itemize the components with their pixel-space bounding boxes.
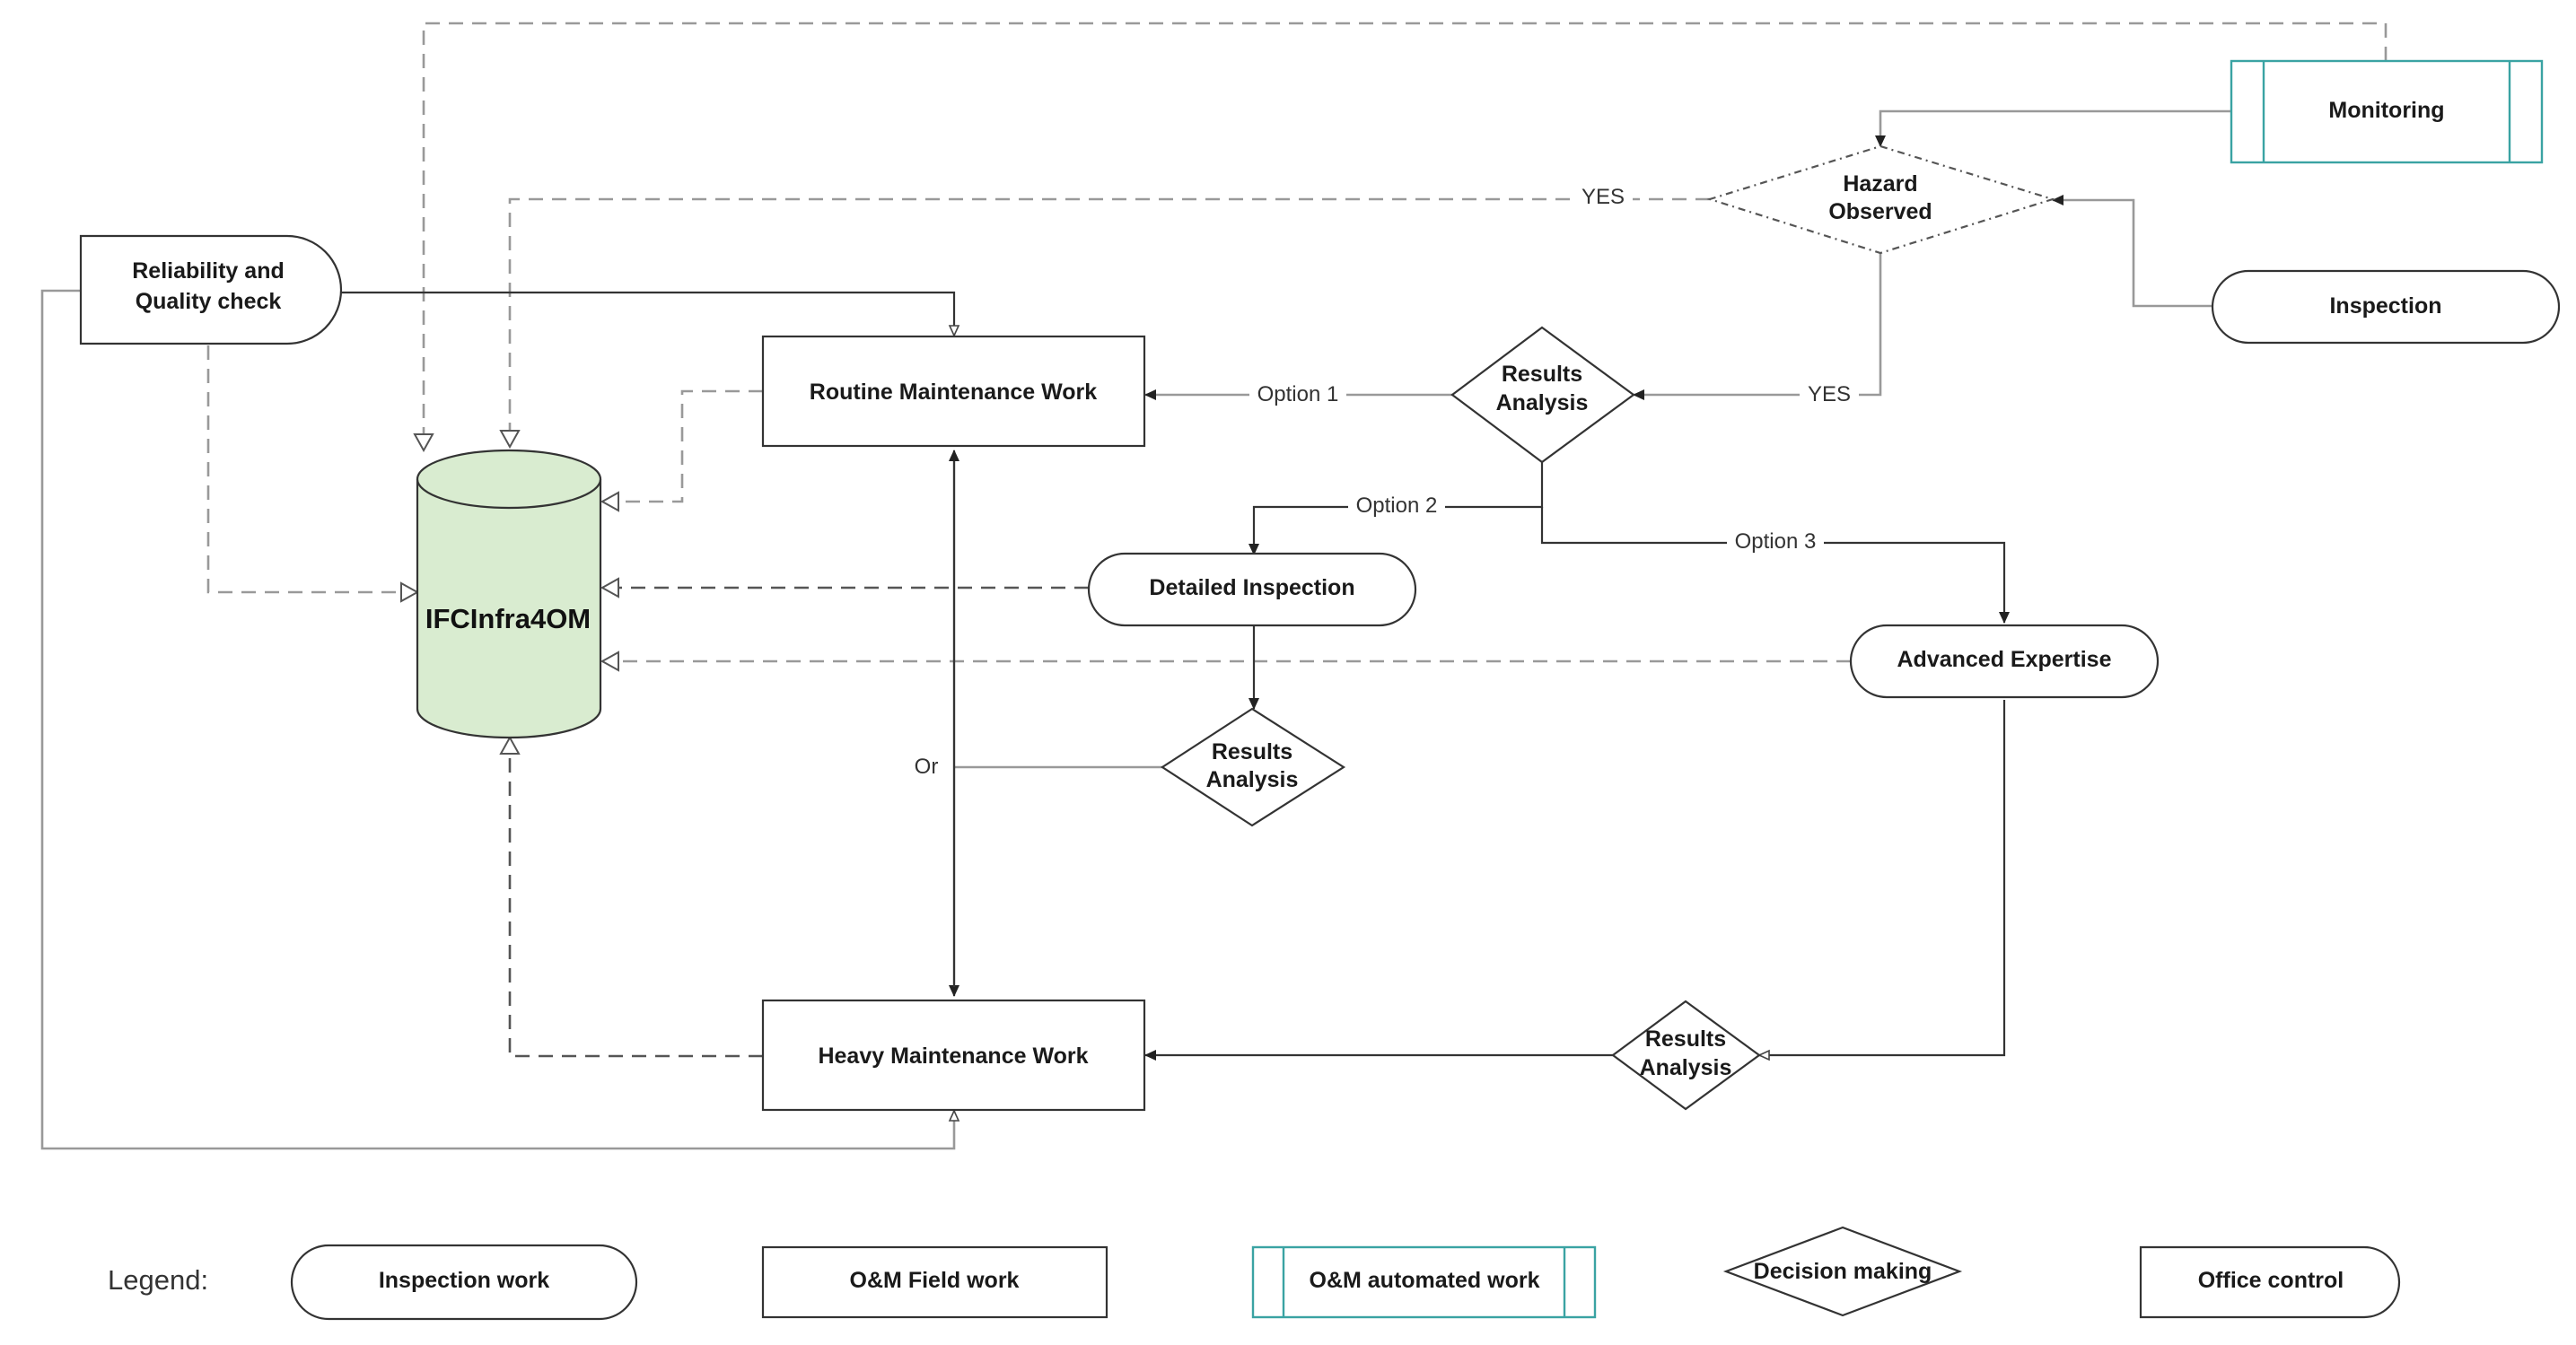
advanced-expertise-node: Advanced Expertise <box>1849 624 2160 699</box>
yes-left-label: YES <box>1582 185 1625 209</box>
monitoring-to-hazard-connector <box>1875 109 2231 147</box>
detailed-inspection-node: Detailed Inspection <box>1087 552 1417 627</box>
monitoring-to-database-connector <box>413 22 2388 453</box>
legend-automated-work: O&M automated work <box>1251 1245 1597 1319</box>
hazard-label-line2: Observed <box>1828 199 1932 224</box>
inspection-to-hazard-connector <box>2052 195 2212 308</box>
results-top-line2: Analysis <box>1496 390 1589 415</box>
or-label: Or <box>915 755 939 779</box>
legend-office-control-label: Office control <box>2198 1268 2344 1293</box>
option3-connector <box>1540 507 2010 624</box>
reliability-node: Reliability and Quality check <box>79 234 343 345</box>
hazard-observed-node: Hazard Observed <box>1706 144 2056 255</box>
advanced-label: Advanced Expertise <box>1897 647 2112 672</box>
results-analysis-mid-node: Results Analysis <box>1160 707 1346 827</box>
yes-right-label: YES <box>1808 382 1851 406</box>
heavy-maintenance-node: Heavy Maintenance Work <box>761 999 1146 1112</box>
legend-decision-making-label: Decision making <box>1754 1259 1932 1284</box>
reliability-label-line1: Reliability and <box>132 258 284 284</box>
hazard-yes-to-results-connector <box>1633 253 1882 400</box>
legend: Legend: Inspection work O&M Field work O… <box>108 1226 2401 1321</box>
routine-label: Routine Maintenance Work <box>810 380 1098 405</box>
hazard-label-line1: Hazard <box>1843 171 1917 197</box>
hazard-yes-to-database-connector <box>499 197 1710 450</box>
legend-decision-making: Decision making <box>1722 1226 1963 1317</box>
results-bottom-line2: Analysis <box>1640 1055 1732 1080</box>
database-node: IFCInfra4OM <box>416 449 602 739</box>
reliability-label-line2: Quality check <box>136 289 282 314</box>
legend-title: Legend: <box>108 1264 208 1296</box>
legend-inspection-work: Inspection work <box>290 1244 638 1321</box>
advanced-to-results-connector <box>1757 700 2006 1061</box>
inspection-node: Inspection <box>2211 269 2561 345</box>
inspection-label: Inspection <box>2329 293 2441 319</box>
reliability-to-database-connector <box>206 345 420 603</box>
legend-inspection-work-label: Inspection work <box>379 1268 549 1293</box>
results-mid-line2: Analysis <box>1206 767 1299 792</box>
results-analysis-bottom-node: Results Analysis <box>1611 1000 1761 1111</box>
edge-labels: YES YES Option 1 Option 2 Option 3 Or <box>907 183 1859 779</box>
results-analysis-top-node: Results Analysis <box>1450 326 1635 464</box>
reliability-to-heavy-connector <box>40 289 960 1150</box>
routine-to-database-connector <box>600 389 763 512</box>
legend-automated-work-label: O&M automated work <box>1310 1268 1540 1293</box>
results-mid-line1: Results <box>1212 739 1292 764</box>
results-bottom-line1: Results <box>1645 1026 1726 1052</box>
heavy-label: Heavy Maintenance Work <box>818 1044 1088 1069</box>
monitoring-label: Monitoring <box>2328 98 2444 123</box>
legend-office-control: Office control <box>2139 1245 2401 1319</box>
reliability-to-routine-connector <box>341 291 960 337</box>
heavy-to-database-connector <box>499 735 763 1058</box>
legend-field-work-label: O&M Field work <box>850 1268 1020 1293</box>
option1-label: Option 1 <box>1257 382 1339 406</box>
legend-field-work: O&M Field work <box>761 1245 1108 1319</box>
option3-label: Option 3 <box>1735 529 1817 554</box>
detailed-label: Detailed Inspection <box>1149 575 1354 600</box>
database-label: IFCInfra4OM <box>425 603 591 634</box>
option2-label: Option 2 <box>1356 493 1438 518</box>
results-top-line1: Results <box>1502 362 1582 387</box>
routine-maintenance-node: Routine Maintenance Work <box>761 335 1146 448</box>
connectors <box>40 22 2388 1150</box>
monitoring-node: Monitoring <box>2230 59 2544 164</box>
